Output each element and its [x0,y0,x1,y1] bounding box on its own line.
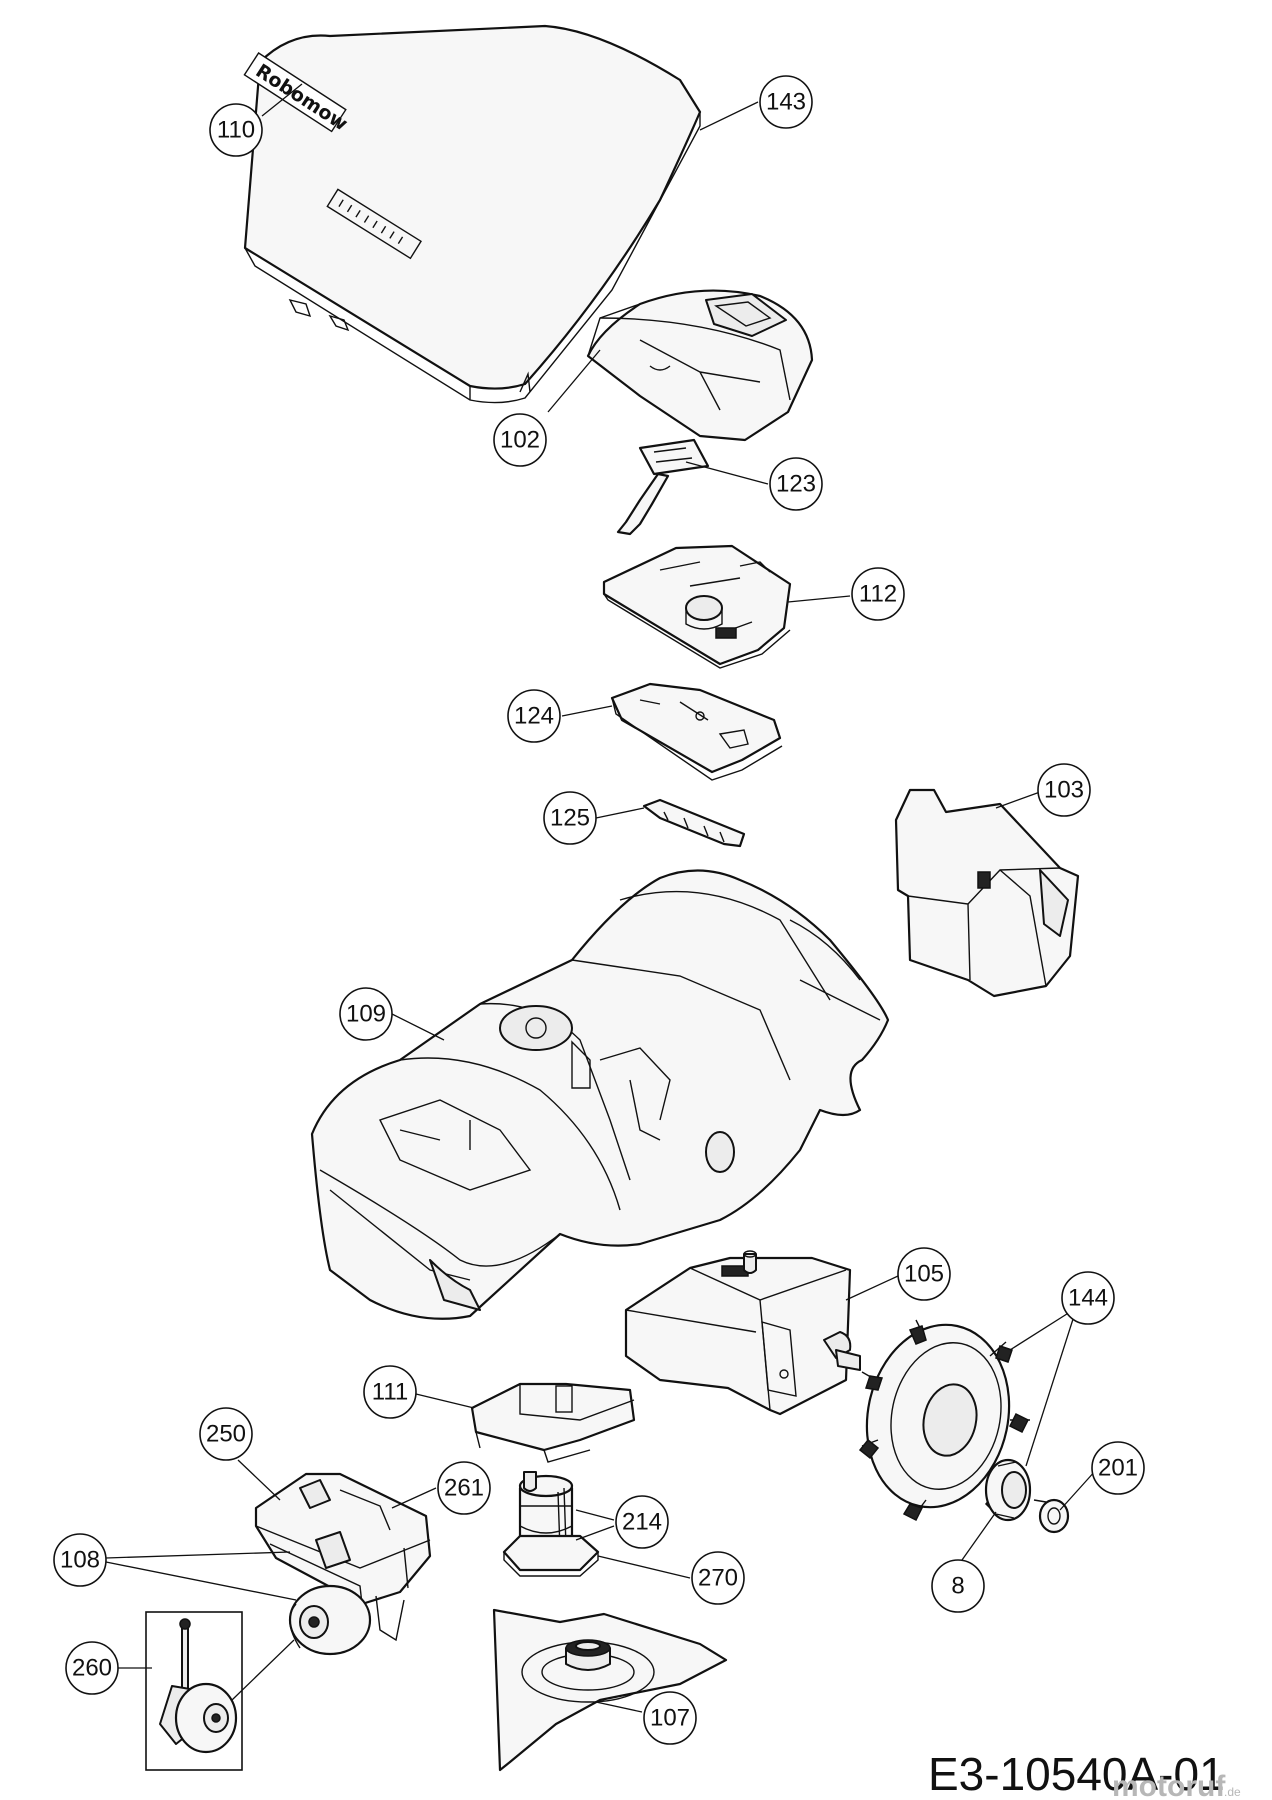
leader-125 [595,807,645,819]
part-103-battery [894,788,1080,998]
part-250-caster-assembly [254,1472,432,1642]
callout-143: 143 [759,75,813,129]
leader-201 [1059,1469,1097,1511]
callout-108-label: 108 [60,1547,100,1574]
leader-260b [231,1639,295,1701]
leader-108a [105,1551,291,1559]
part-143-top-cover [243,24,702,404]
watermark-suffix: .de [1224,1785,1241,1799]
callout-123: 123 [769,457,823,511]
leader-214b [575,1525,615,1541]
leader-107 [595,1701,643,1713]
leader-105 [845,1275,899,1301]
callout-111-label: 111 [372,1379,408,1406]
callout-125: 125 [543,791,597,845]
callout-201: 201 [1091,1441,1145,1495]
callout-144-label: 144 [1068,1285,1108,1312]
part-112-circuit-board [602,544,792,669]
callout-143-label: 143 [766,89,806,116]
callout-261-label: 261 [444,1475,484,1502]
callout-112: 112 [851,567,905,621]
watermark-text: motoruf [1112,1770,1226,1800]
part-123-ribbon-cable [616,438,710,536]
leader-111 [415,1393,475,1409]
leader-112 [787,595,851,603]
leader-108b [105,1561,297,1601]
callout-214-label: 214 [622,1509,662,1536]
part-8-hub-cap [984,1458,1032,1522]
callout-214: 214 [615,1495,669,1549]
leader-lines [105,83,1097,1713]
callout-111: 111 [363,1365,417,1419]
callout-107-label: 107 [650,1705,690,1732]
callout-107: 107 [643,1691,697,1745]
callout-105-label: 105 [904,1261,944,1288]
callout-260: 260 [65,1641,119,1695]
leader-110 [261,83,303,117]
part-270-base-plate [502,1534,600,1577]
callout-110-label: 110 [217,117,255,144]
part-124-tray [610,682,783,781]
leader-261 [391,1487,437,1509]
leader-124 [561,705,613,717]
callout-124: 124 [507,689,561,743]
leader-103 [995,791,1041,809]
callout-125-label: 125 [550,805,590,832]
callout-109: 109 [339,987,393,1041]
part-201-washer [1033,1498,1070,1534]
leader-102 [547,349,601,413]
callout-8-label: 8 [951,1573,964,1600]
document-code: E3-10540A-01 [928,1748,1225,1800]
callout-110: 110 [209,103,263,157]
leader-8 [961,1511,997,1561]
callout-250-label: 250 [206,1421,246,1448]
callout-261: 261 [437,1461,491,1515]
leader-270 [597,1555,691,1579]
leader-144a [1009,1311,1071,1351]
callout-144: 144 [1061,1271,1115,1325]
part-144-wheel [858,1319,1030,1522]
part-107-blade-disk [492,1608,728,1772]
callout-8: 8 [931,1559,985,1613]
leader-250 [237,1459,281,1501]
part-102-display-housing [586,289,814,442]
callout-103-label: 103 [1044,777,1084,804]
callout-124-label: 124 [514,703,554,730]
callout-103: 103 [1037,763,1091,817]
callout-270-label: 270 [698,1565,738,1592]
leader-143 [699,101,759,131]
callout-102: 102 [493,413,547,467]
part-108-front-wheel [288,1584,372,1656]
leader-144b [1025,1315,1075,1467]
part-125-bracket [642,798,746,848]
callout-102-label: 102 [500,427,540,454]
leader-123 [685,461,769,485]
leader-109 [391,1013,445,1041]
callout-270: 270 [691,1551,745,1605]
callout-109-label: 109 [346,1001,386,1028]
part-109-chassis [310,869,890,1320]
callout-112-label: 112 [859,581,897,608]
leader-214a [575,1509,615,1521]
callout-105: 105 [897,1247,951,1301]
callout-108: 108 [53,1533,107,1587]
callout-260-label: 260 [72,1655,112,1682]
callout-201-label: 201 [1098,1455,1138,1482]
callout-123-label: 123 [776,471,816,498]
part-105-motor-housing [624,1250,861,1416]
callout-250: 250 [199,1407,253,1461]
part-111-bracket [470,1382,636,1463]
part-260-caster-fork [145,1611,243,1771]
